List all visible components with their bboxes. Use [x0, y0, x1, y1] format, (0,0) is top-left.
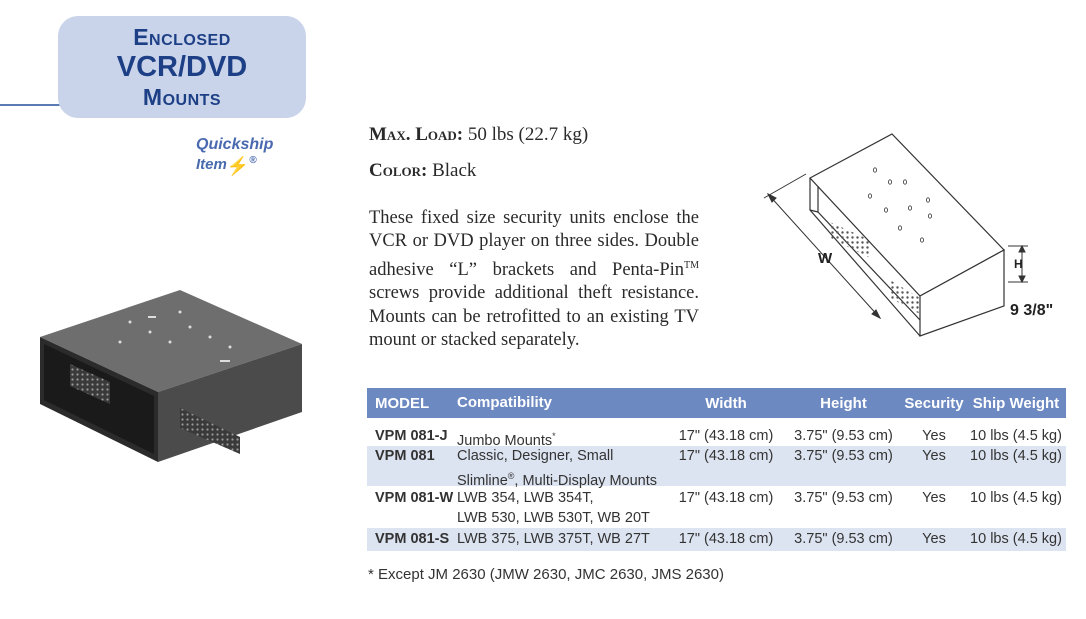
depth-dimension-label: 9 3/8"	[1010, 302, 1054, 319]
header-width: Width	[705, 394, 747, 412]
trademark-mark: TM	[684, 259, 699, 271]
quickship-item-line: Item⚡®	[196, 153, 273, 176]
cell-ship-weight: 10 lbs (4.5 kg)	[970, 490, 1062, 506]
cell-security: Yes	[922, 448, 946, 464]
description-part-1: These fixed size security units enclose …	[369, 208, 699, 280]
table-row: VPM 081-J Jumbo Mounts* 17" (43.18 cm) 3…	[367, 418, 1066, 449]
title-line-3: Mounts	[142, 84, 222, 110]
cell-compatibility: LWB 375, LWB 375T, WB 27T	[457, 531, 650, 547]
header-rule	[0, 104, 70, 106]
cell-security: Yes	[922, 428, 946, 444]
footnote: * Except JM 2630 (JMW 2630, JMC 2630, JM…	[368, 566, 724, 583]
cell-model: VPM 081-S	[375, 531, 450, 547]
cell-compatibility: Classic, Designer, Small Slimline®, Mult…	[457, 446, 667, 489]
header-model: MODEL	[375, 394, 430, 412]
compat-text: , Multi-Display Mounts	[514, 472, 658, 489]
registered-mark: ®	[507, 471, 515, 481]
cell-width: 17" (43.18 cm)	[678, 448, 774, 464]
header-height: Height	[820, 394, 867, 412]
footnote-marker: *	[552, 431, 556, 441]
cell-ship-weight: 10 lbs (4.5 kg)	[970, 531, 1062, 547]
quickship-badge: Quickship Item⚡®	[196, 136, 274, 176]
cell-compatibility: LWB 354, LWB 354T, LWB 530, LWB 530T, WB…	[457, 488, 667, 528]
cell-model: VPM 081-W	[375, 490, 454, 506]
cell-compatibility: Jumbo Mounts*	[457, 426, 667, 449]
color-spec: Color: Black	[369, 160, 476, 182]
dimension-diagram	[763, 133, 1028, 337]
cell-ship-weight: 10 lbs (4.5 kg)	[970, 428, 1062, 444]
table-row: VPM 081-W LWB 354, LWB 354T, LWB 530, LW…	[367, 486, 1066, 528]
page-title: Enclosed VCR/DVD Mounts	[58, 16, 306, 118]
cell-height: 3.75" (9.53 cm)	[794, 428, 893, 444]
header-security: Security	[904, 394, 964, 412]
max-load-value: 50 lbs (22.7 kg)	[467, 124, 589, 145]
header-compatibility: Compatibility	[457, 394, 553, 411]
cell-height: 3.75" (9.53 cm)	[794, 490, 893, 506]
height-dimension-label: H	[1014, 257, 1023, 271]
spec-table: MODEL Compatibility Width Height Securit…	[367, 388, 1066, 551]
cell-width: 17" (43.18 cm)	[678, 490, 774, 506]
quickship-item-label: Item	[196, 156, 227, 173]
table-row: VPM 081 Classic, Designer, Small Slimlin…	[367, 446, 1066, 489]
compat-line: Jumbo Mounts	[457, 432, 553, 449]
product-photo	[40, 290, 302, 462]
color-label: Color:	[369, 160, 428, 181]
cell-height: 3.75" (9.53 cm)	[794, 448, 893, 464]
max-load-spec: Max. Load: 50 lbs (22.7 kg)	[369, 124, 588, 146]
product-description: These fixed size security units enclose …	[369, 207, 699, 353]
width-dimension-label: W	[818, 250, 833, 267]
quickship-label: Quickship	[196, 136, 274, 153]
compat-line: Classic, Designer, Small	[457, 448, 614, 464]
description-part-2: screws provide additional theft resistan…	[369, 283, 699, 351]
compat-line: LWB 530, LWB 530T, WB 20T	[457, 510, 650, 526]
color-value: Black	[432, 160, 477, 181]
title-line-1: Enclosed	[133, 24, 231, 50]
max-load-label: Max. Load:	[369, 124, 464, 145]
cell-security: Yes	[922, 490, 946, 506]
table-row: VPM 081-S LWB 375, LWB 375T, WB 27T 17" …	[367, 528, 1066, 551]
compat-line: LWB 354, LWB 354T,	[457, 490, 594, 506]
cell-security: Yes	[922, 531, 946, 547]
cell-ship-weight: 10 lbs (4.5 kg)	[970, 448, 1062, 464]
cell-model: VPM 081	[375, 448, 435, 464]
table-header: MODEL Compatibility Width Height Securit…	[367, 388, 1066, 418]
compat-line: Slimline®, Multi-Display Mounts	[457, 466, 667, 491]
registered-mark: ®	[249, 155, 257, 166]
compat-text: Slimline	[457, 472, 508, 489]
cell-height: 3.75" (9.53 cm)	[794, 531, 893, 547]
lightning-bolt-icon: ⚡	[226, 156, 250, 176]
cell-width: 17" (43.18 cm)	[678, 531, 774, 547]
title-line-2: VCR/DVD	[116, 51, 248, 83]
header-ship-weight: Ship Weight	[972, 394, 1060, 412]
cell-model: VPM 081-J	[375, 428, 448, 444]
cell-width: 17" (43.18 cm)	[678, 428, 774, 444]
